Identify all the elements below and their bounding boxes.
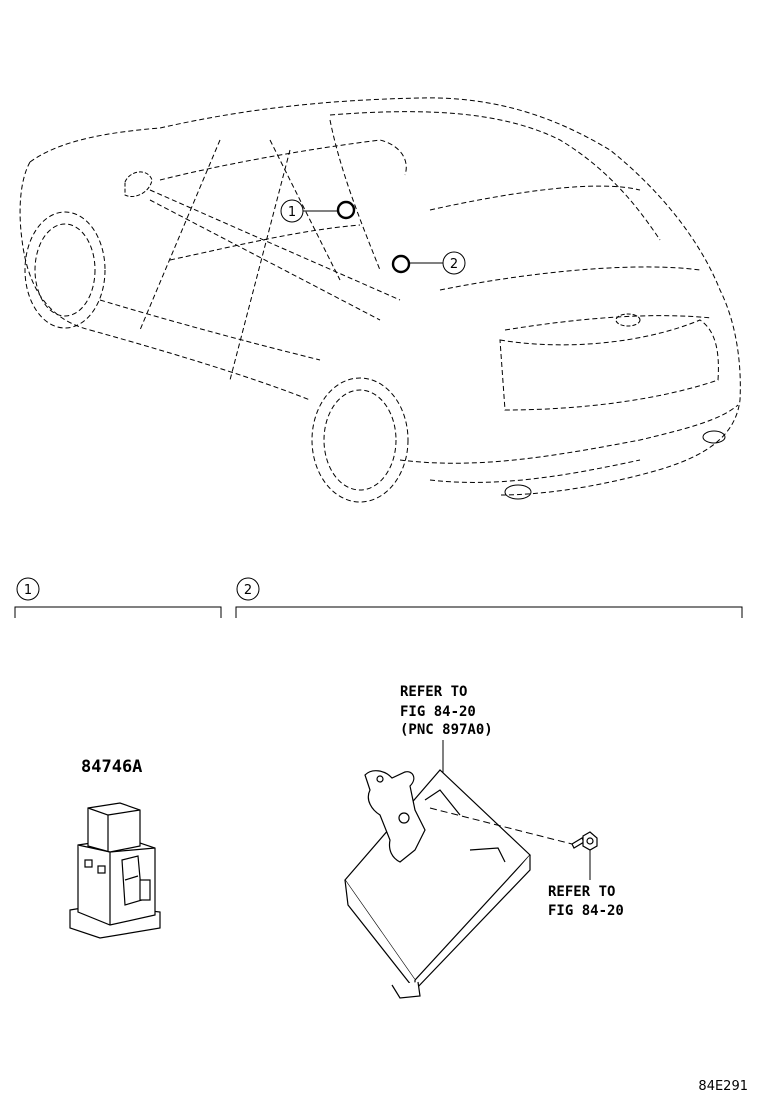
front-wheel <box>24 211 106 329</box>
section-1-header: 1 <box>14 577 222 618</box>
car-callout-2: 2 <box>442 251 466 275</box>
bolt-attachment-line <box>429 807 573 845</box>
bolt <box>571 831 598 851</box>
svg-text:1: 1 <box>288 205 296 220</box>
switch-part <box>69 802 161 939</box>
section-1-number: 1 <box>24 583 32 598</box>
section-2-header: 2 <box>235 577 743 618</box>
car-illustration <box>19 97 741 496</box>
ecu-refer-to: REFER TO <box>400 684 467 700</box>
ecu-pnc-ref: (PNC 897A0) <box>400 722 493 738</box>
exhaust-tips <box>504 430 726 500</box>
car-callout-1: 1 <box>280 199 304 223</box>
part-number-label: 84746A <box>81 757 142 777</box>
side-mirror <box>124 171 153 197</box>
ecu-fig-ref: FIG 84-20 <box>400 704 476 720</box>
location-marker-1 <box>336 200 356 220</box>
section-2-number: 2 <box>244 583 252 598</box>
rear-wheel <box>311 377 409 503</box>
figure-code: 84E291 <box>698 1079 748 1094</box>
bolt-refer-to: REFER TO <box>548 884 615 900</box>
ecu-module <box>344 769 531 999</box>
bolt-fig-ref: FIG 84-20 <box>548 903 624 919</box>
rear-emblem <box>615 313 641 327</box>
svg-text:2: 2 <box>450 257 458 272</box>
location-marker-2 <box>391 254 411 274</box>
